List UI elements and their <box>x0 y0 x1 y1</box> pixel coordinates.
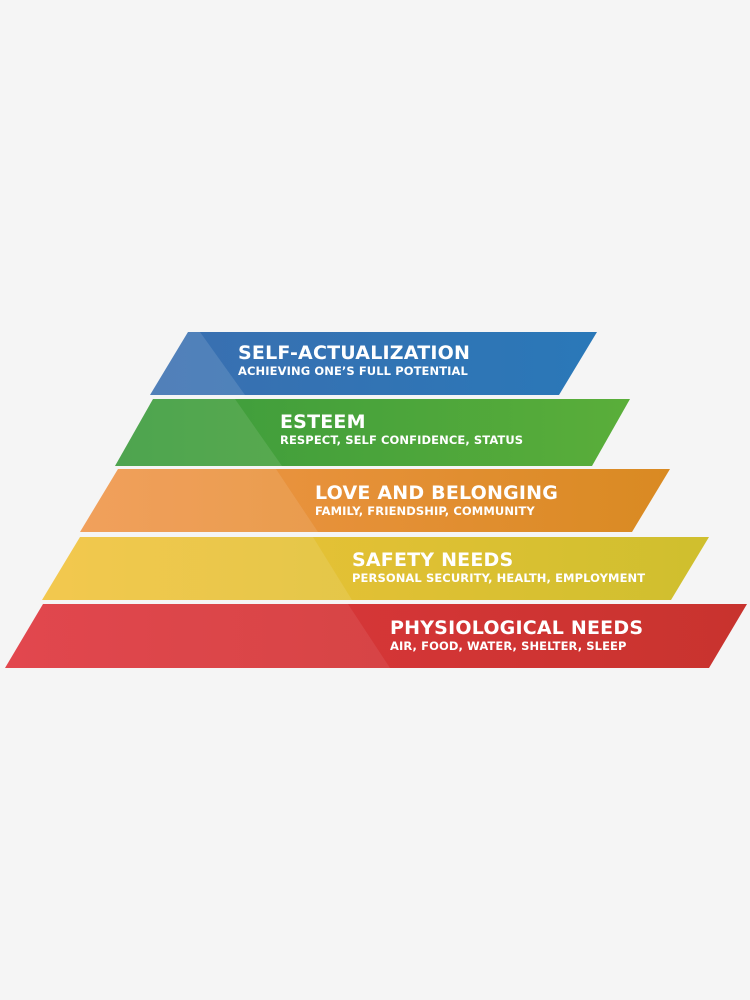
level-esteem <box>115 399 630 466</box>
level-subtitle: FAMILY, FRIENDSHIP, COMMUNITY <box>315 504 535 518</box>
level-band-highlight <box>42 537 352 600</box>
level-band <box>5 604 747 668</box>
level-subtitle: AIR, FOOD, WATER, SHELTER, SLEEP <box>390 639 627 653</box>
level-band <box>80 469 670 532</box>
level-self-actualization-label: SELF-ACTUALIZATION ACHIEVING ONE’S FULL … <box>238 342 470 379</box>
level-love-and-belonging-label: LOVE AND BELONGING FAMILY, FRIENDSHIP, C… <box>315 482 558 519</box>
level-band-highlight <box>150 332 245 395</box>
level-title: SELF-ACTUALIZATION <box>238 342 471 364</box>
level-safety-needs-label: SAFETY NEEDS PERSONAL SECURITY, HEALTH, … <box>352 549 645 586</box>
level-subtitle: PERSONAL SECURITY, HEALTH, EMPLOYMENT <box>352 571 646 585</box>
level-subtitle: ACHIEVING ONE’S FULL POTENTIAL <box>238 364 468 378</box>
level-love-and-belonging <box>80 469 670 532</box>
level-title: LOVE AND BELONGING <box>315 482 559 504</box>
level-band <box>42 537 709 600</box>
level-title: SAFETY NEEDS <box>352 549 514 571</box>
level-physiological-needs-label: PHYSIOLOGICAL NEEDS AIR, FOOD, WATER, SH… <box>390 617 643 654</box>
level-band-highlight <box>115 399 282 466</box>
level-safety-needs <box>42 537 709 600</box>
level-band-highlight <box>5 604 390 668</box>
level-title: PHYSIOLOGICAL NEEDS <box>390 617 644 639</box>
level-title: ESTEEM <box>280 411 366 433</box>
level-self-actualization <box>150 332 597 395</box>
level-band-highlight <box>80 469 318 532</box>
level-physiological-needs <box>5 604 747 668</box>
level-subtitle: RESPECT, SELF CONFIDENCE, STATUS <box>280 433 524 447</box>
level-band <box>115 399 630 466</box>
level-esteem-label: ESTEEM RESPECT, SELF CONFIDENCE, STATUS <box>280 411 523 448</box>
level-band <box>150 332 597 395</box>
